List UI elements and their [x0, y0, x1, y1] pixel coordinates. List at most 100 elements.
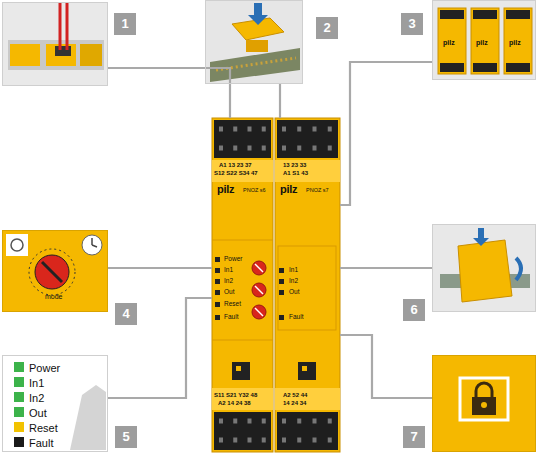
mini-terminals [440, 10, 464, 19]
panel-background [3, 356, 108, 452]
panel-background [205, 0, 303, 84]
callout-number: 4 [115, 303, 137, 325]
mini-module [504, 8, 532, 74]
leader-line [340, 335, 432, 398]
indicator-label: In2 [29, 392, 44, 404]
label-strip [275, 160, 340, 182]
setting-knob [252, 261, 266, 275]
led-window [279, 268, 284, 273]
led-window [215, 257, 220, 262]
hand-sketch [70, 385, 106, 450]
callout-number: 5 [115, 426, 137, 448]
panel-background [2, 2, 108, 86]
callout-number: 2 [316, 17, 338, 39]
qr-code [232, 362, 250, 380]
callout-number: 3 [401, 13, 423, 35]
knob-slot [42, 262, 62, 282]
led-label: In2 [224, 278, 233, 285]
terminal-label: S11 S21 Y32 48 [214, 392, 257, 398]
terminal-label: 14 24 34 [283, 400, 306, 406]
indicator-label: Out [29, 407, 47, 419]
model-name: PNOZ s6 [243, 188, 266, 194]
terminal-row [277, 412, 338, 450]
knob-slot [255, 264, 263, 272]
leader-line [108, 298, 212, 398]
label-strip [212, 160, 273, 182]
panel-background [432, 224, 536, 312]
leader-line [279, 84, 281, 118]
led-label: In1 [289, 267, 298, 274]
terminal-row [214, 412, 271, 450]
model-name: PNOZ s7 [306, 188, 329, 194]
brand-logo: pilz [443, 39, 455, 46]
terminal-label: S12 S22 S34 47 [214, 170, 258, 176]
qr-code [298, 362, 316, 380]
clock-hand [92, 245, 97, 247]
icon-square [6, 234, 28, 256]
led-window [215, 315, 220, 320]
clock-icon [82, 235, 102, 255]
module-sketch [458, 240, 512, 302]
mini-terminals [506, 10, 530, 19]
brand-logo: pilz [509, 39, 521, 46]
knob-slot [255, 308, 263, 316]
padlock-shackle [476, 383, 492, 398]
red-wire [59, 2, 62, 50]
indicator-label: Power [29, 362, 60, 374]
callout-panel: 1 [2, 2, 108, 86]
callout-number: 6 [403, 299, 425, 321]
led-window [279, 279, 284, 284]
led-label: In2 [289, 278, 298, 285]
leader-line [340, 62, 432, 205]
qr-code [236, 366, 241, 371]
callout-number: 1 [114, 13, 136, 35]
relay-module: A1 13 23 37 S12 S22 S34 47 pilz PNOZ s6 Powe… [212, 118, 273, 452]
plug-connector [246, 40, 268, 52]
terminal-screws [277, 438, 338, 443]
panel-background [2, 230, 108, 312]
indicator-label: In1 [29, 377, 44, 389]
callout-panel: 2 [205, 0, 303, 84]
led-window [279, 290, 284, 295]
module-housing [212, 118, 273, 452]
terminal-strip [8, 40, 104, 70]
terminal-block [80, 44, 102, 66]
led-window [215, 279, 220, 284]
led-sample [14, 437, 24, 447]
insert-arrow [248, 3, 268, 25]
led-label: Reset [224, 301, 241, 308]
terminal-label: 13 23 33 [283, 162, 306, 168]
terminal-row [277, 120, 338, 158]
led-sample [14, 362, 24, 372]
terminal-screws [214, 419, 271, 424]
callout-panel: 4mode [2, 230, 108, 312]
indicator-label: Fault [29, 437, 53, 449]
mount-arrow [516, 258, 521, 280]
led-sample [14, 392, 24, 402]
mini-terminals [506, 63, 530, 72]
mini-module [471, 8, 499, 74]
led-label: Out [289, 289, 299, 296]
led-window [279, 315, 284, 320]
dial-scale [29, 249, 75, 295]
led-label: Out [224, 289, 234, 296]
brand-logo: pilz [476, 39, 488, 46]
brand-logo: pilz [217, 184, 234, 195]
callout-number: 7 [403, 426, 425, 448]
terminal-label: A1 13 23 37 [219, 162, 252, 168]
module-housing [275, 118, 340, 452]
callout-panel: 7 [432, 355, 536, 452]
led-label: Power [224, 256, 242, 263]
terminal-row [214, 120, 271, 158]
clock-hand [91, 238, 93, 245]
terminal-screws [214, 438, 271, 443]
label-strip [212, 388, 273, 410]
callout-panel: 3pilzpilzpilz [432, 0, 536, 80]
terminal-label: A2 14 24 38 [218, 400, 251, 406]
cover-frame [460, 378, 508, 420]
callout-panel: 6 [432, 224, 536, 312]
led-label: Fault [289, 314, 303, 321]
